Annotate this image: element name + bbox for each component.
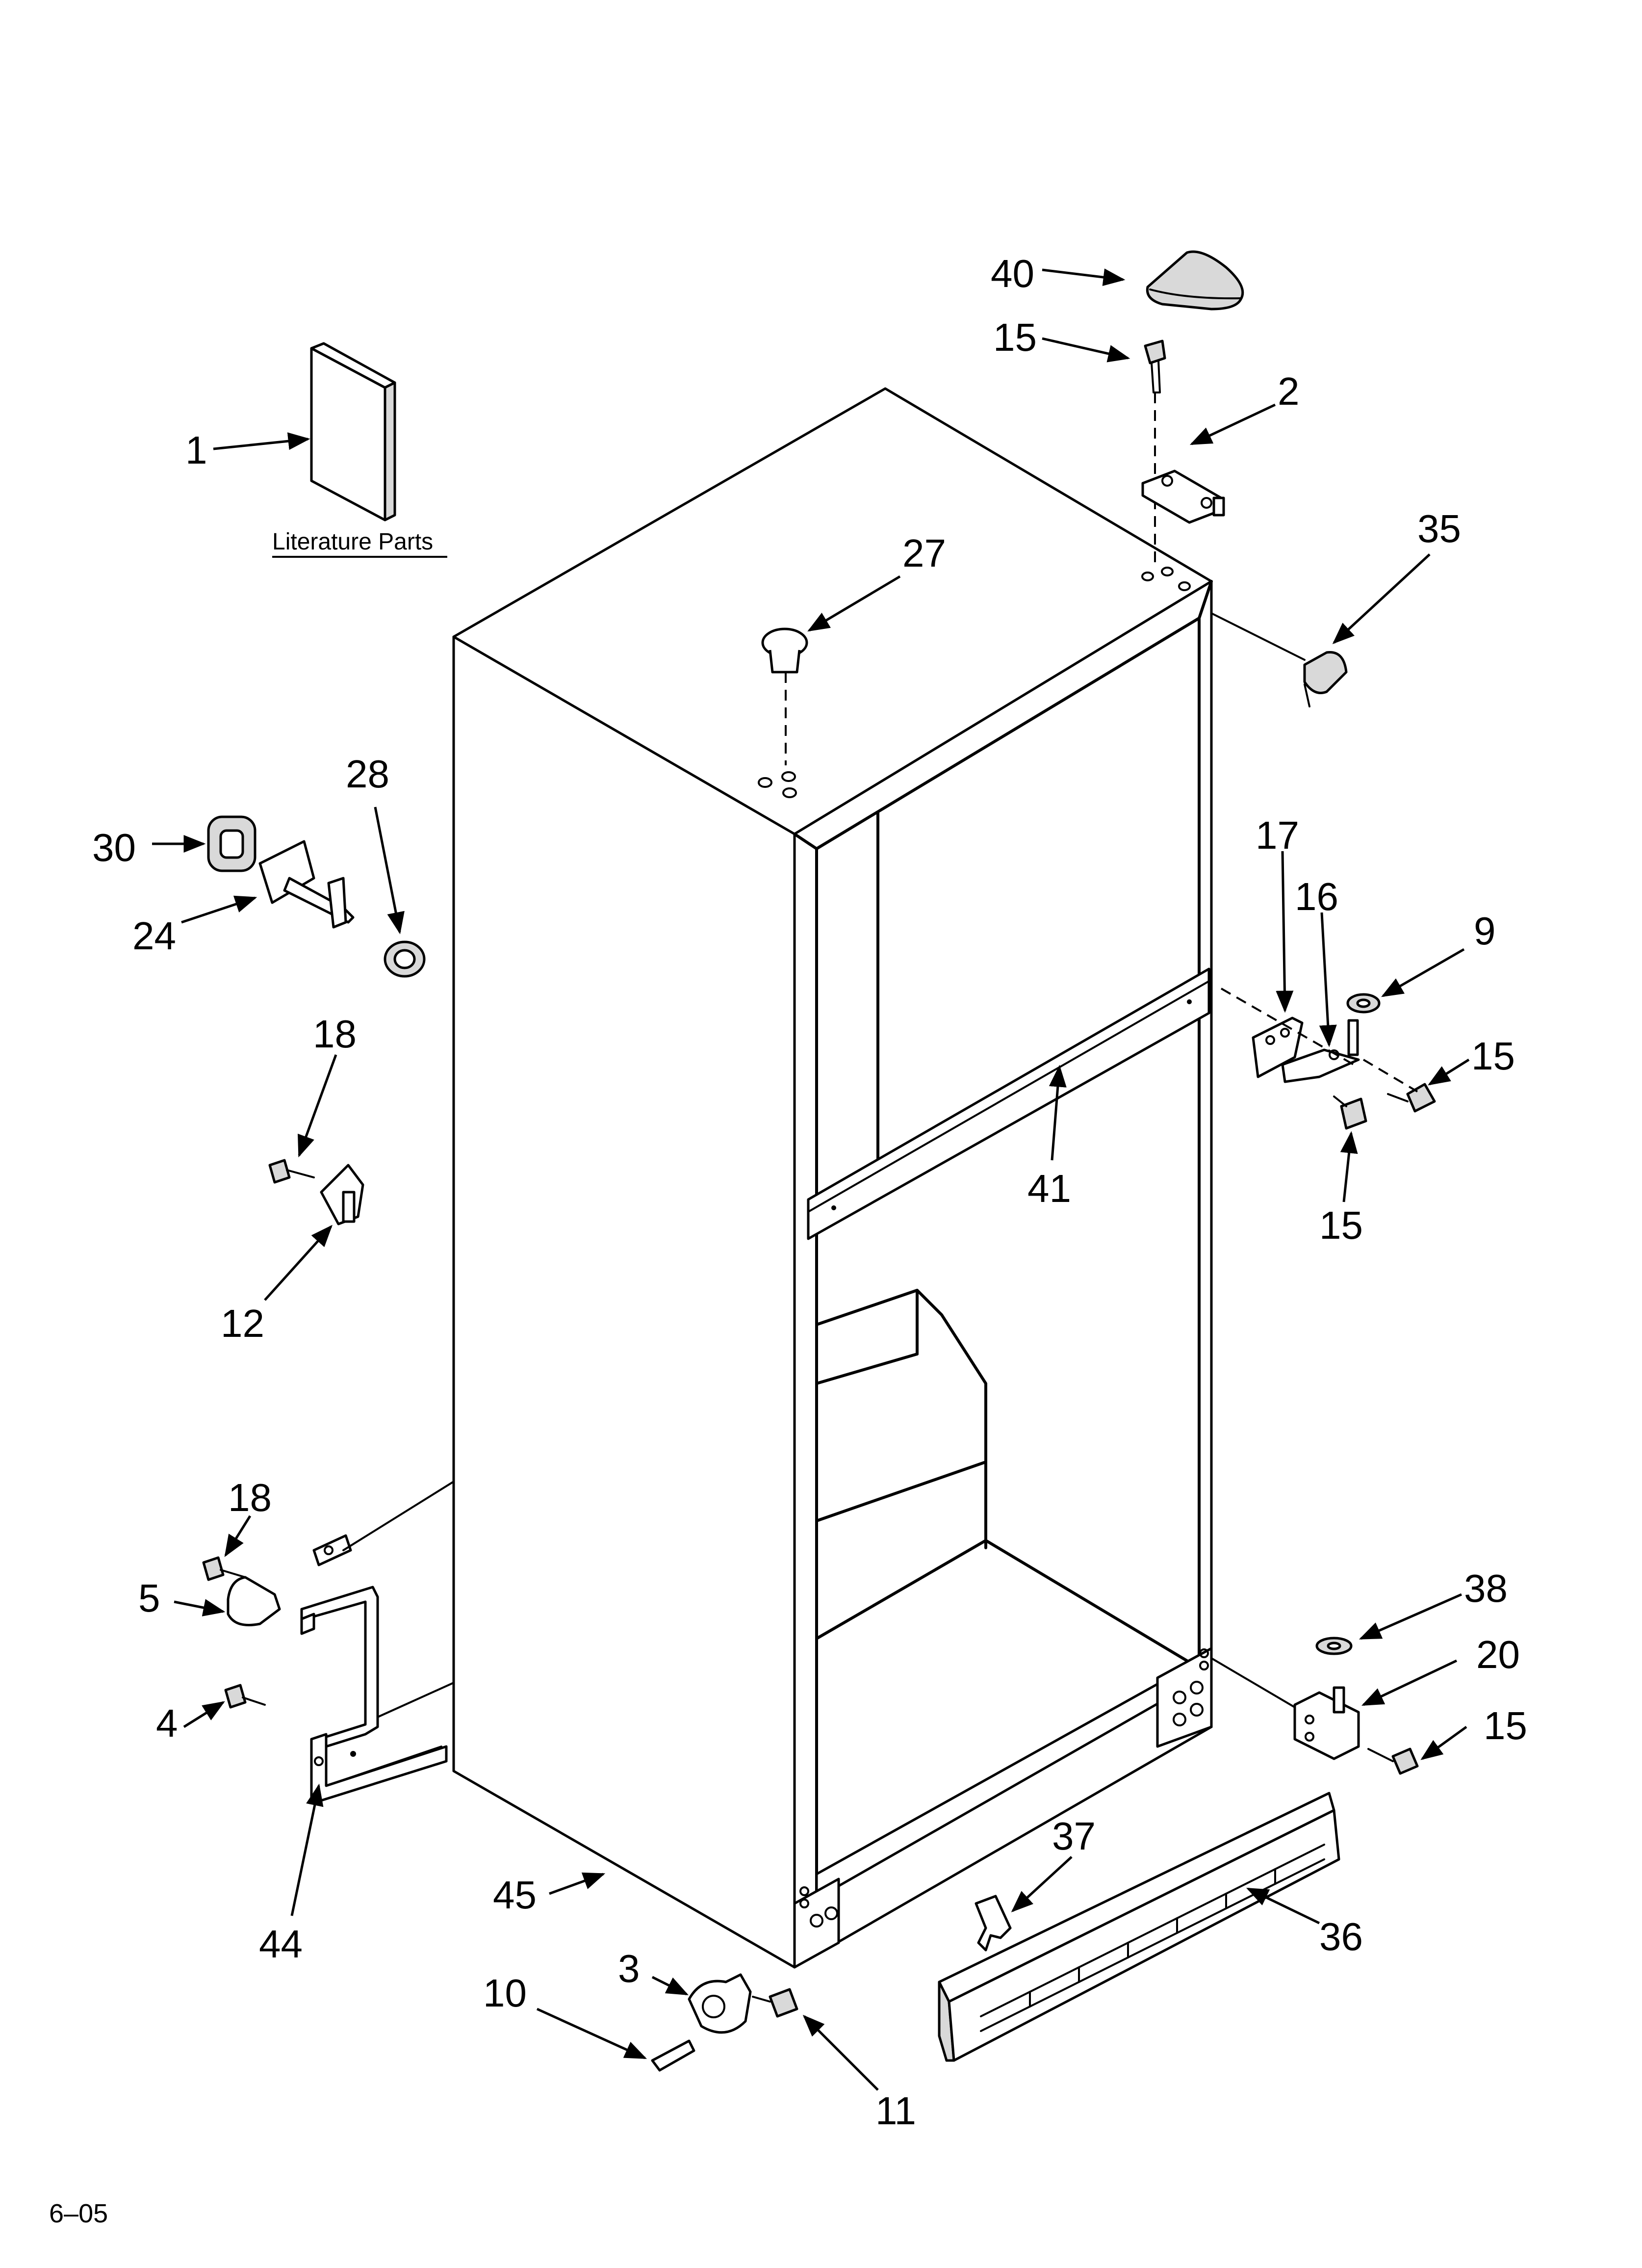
callout-17: 17 bbox=[1256, 813, 1299, 857]
top-hinge bbox=[1141, 469, 1225, 524]
mullion-bracket-parts bbox=[1252, 993, 1436, 1130]
callout-15-top: 15 bbox=[993, 315, 1037, 359]
top-plug bbox=[761, 627, 808, 674]
callout-41: 41 bbox=[1027, 1167, 1071, 1210]
callout-40: 40 bbox=[991, 252, 1034, 295]
leveling-roller-assembly bbox=[651, 1973, 798, 2072]
callout-leaders bbox=[152, 268, 1470, 2091]
callout-2: 2 bbox=[1278, 369, 1300, 413]
hinge-cover-cap bbox=[1146, 250, 1244, 311]
callout-30: 30 bbox=[92, 826, 136, 869]
callout-18-upper: 18 bbox=[313, 1012, 357, 1056]
callout-35: 35 bbox=[1417, 507, 1461, 550]
callout-11: 11 bbox=[875, 2089, 916, 2133]
callout-15-lower-hinge: 15 bbox=[1484, 1704, 1527, 1747]
callout-9: 9 bbox=[1474, 909, 1496, 953]
callout-5: 5 bbox=[138, 1576, 160, 1620]
lower-hinge-assembly bbox=[1293, 1637, 1419, 1775]
callout-44: 44 bbox=[259, 1922, 303, 1966]
grille-clip bbox=[975, 1895, 1012, 1952]
callout-labels: 1 2 3 4 5 9 10 11 12 15 15 15 15 16 17 1… bbox=[92, 252, 1527, 2133]
callout-36: 36 bbox=[1319, 1915, 1363, 1958]
base-grille bbox=[938, 1792, 1340, 2062]
grommet-square bbox=[207, 815, 257, 872]
handle-bracket-assembly bbox=[202, 1481, 455, 1802]
callout-16: 16 bbox=[1295, 875, 1338, 918]
literature-parts-booklet bbox=[310, 342, 396, 521]
callout-28: 28 bbox=[346, 752, 389, 796]
callout-24: 24 bbox=[132, 914, 176, 958]
hinge-trim-bracket bbox=[1303, 651, 1348, 707]
callout-12: 12 bbox=[221, 1302, 264, 1345]
callout-15-mullion: 15 bbox=[1319, 1203, 1363, 1247]
callout-45: 45 bbox=[493, 1873, 537, 1917]
literature-parts-caption: Literature Parts bbox=[272, 529, 433, 555]
callout-15-upper-right: 15 bbox=[1471, 1034, 1515, 1078]
callout-4: 4 bbox=[156, 1701, 178, 1745]
callout-27: 27 bbox=[902, 531, 946, 575]
callout-37: 37 bbox=[1052, 1814, 1096, 1858]
callout-18-lower: 18 bbox=[228, 1476, 272, 1519]
drain-tube-plug bbox=[258, 840, 355, 929]
hinge-screw-top bbox=[1144, 339, 1166, 393]
page-code: 6–05 bbox=[49, 2199, 108, 2228]
callout-38: 38 bbox=[1464, 1566, 1508, 1610]
ring-washer bbox=[384, 940, 426, 978]
callout-3: 3 bbox=[618, 1947, 640, 1990]
screw-and-clip-upper bbox=[268, 1159, 364, 1225]
refrigerator-cabinet bbox=[452, 387, 1213, 1969]
callout-10: 10 bbox=[483, 1971, 527, 2015]
callout-1: 1 bbox=[185, 428, 207, 472]
callout-20: 20 bbox=[1476, 1633, 1520, 1676]
